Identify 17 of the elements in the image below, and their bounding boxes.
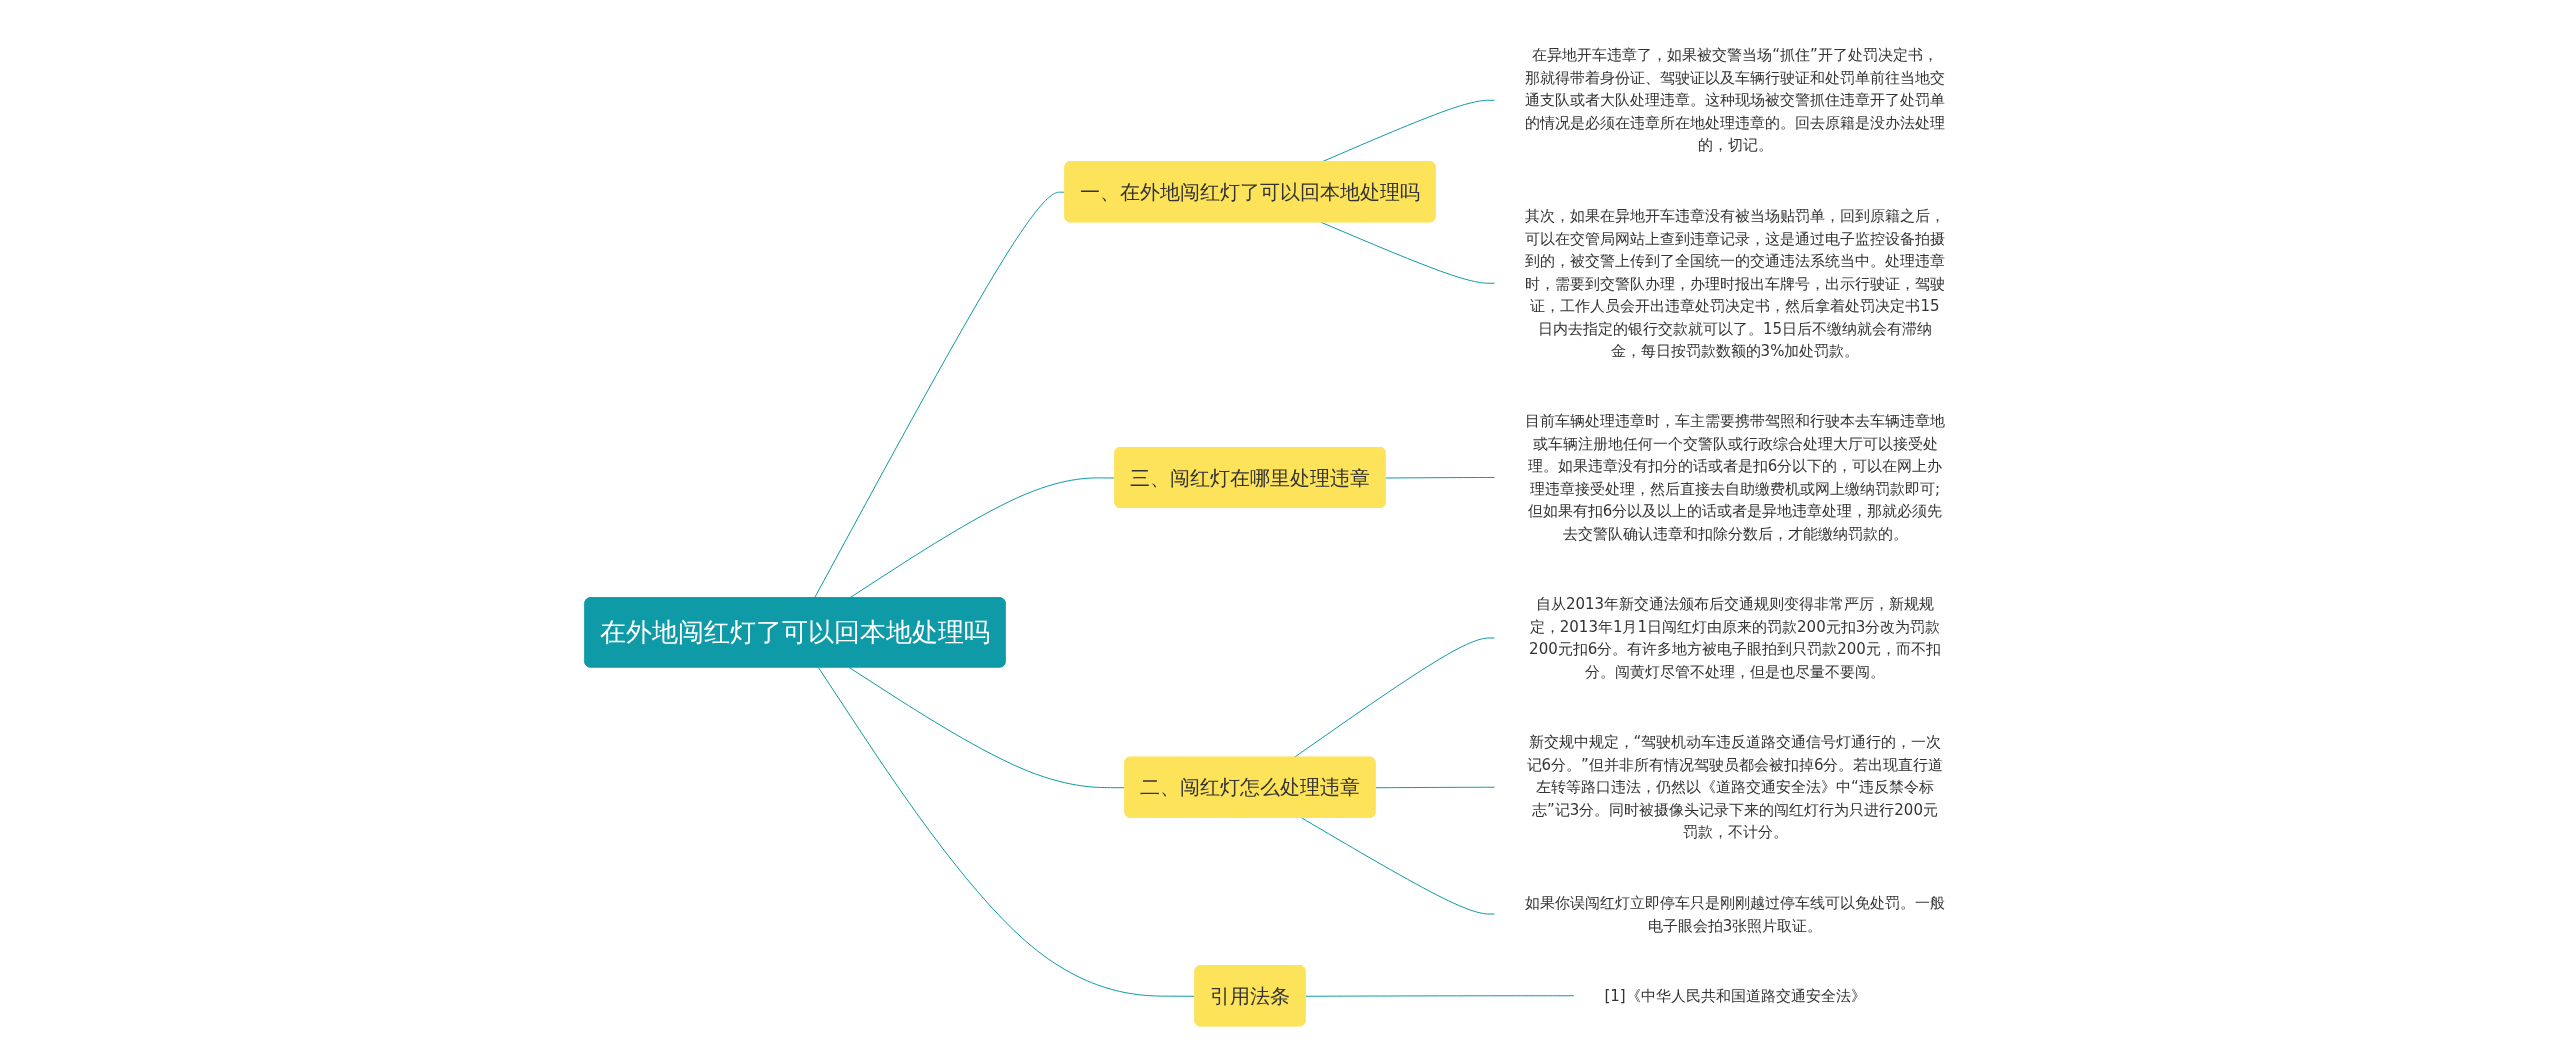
node-text: 在异地开车违章了，如果被交警当场“抓住”开了处罚决定书，那就得带着身份证、驾驶证以及车辆行驶证和处罚单前往当地交通支队或者大队处理违章。这种现场被交警抓住违章开了处罚单的情况是必须在违章所在地处理违章的。回去原籍是没办法处理的，切记。 [1525,46,1945,155]
connector [1320,221,1496,284]
node-text: 目前车辆处理违章时，车主需要携带驾照和行驶本去车辆违章地或车辆注册地任何一个交警队或行政综合处理大厅可以接受处理。如果违章没有扣分的话或者是扣6分以下的，可以在网上办理违章接受处理，然后直接去自助缴费机或网上缴纳罚款即可;但如果有扣6分以及以上的话或者是异地违章处理，那就必须先去交警队确认违章和扣除分数后，才能缴纳罚款的。 [1525,412,1945,543]
node-text: 自从2013年新交通法颁布后交通规则变得非常严厉，新规规定，2013年1月1日闯红灯由原来的罚款200元扣3分改为罚款200元扣6分。有许多地方被电子眼拍到只罚款200元，而不扣分。闯黄灯尽管不处理，但是也尽量不要闯。 [1529,595,1941,681]
node-text: 其次，如果在异地开车违章没有被当场贴罚单，回到原籍之后，可以在交管局网站上查到违章记录，这是通过电子监控设备拍摄到的，被交警上传到了全国统一的交通违法系统当中。处理违章时，需要到交警队办理，办理时报出车牌号，出示行驶证，驾驶证，工作人员会开出违章处罚决定书，然后拿着处罚决定书15日内去指定的银行交款就可以了。15日后不缴纳就会有滞纳金，每日按罚款数额的3%加处罚款。 [1525,206,1945,360]
connector [1293,637,1496,759]
node-text: [1]《中华人民共和国道路交通安全法》 [1604,986,1866,1005]
connector [1305,995,1575,997]
connector [813,191,1066,599]
node-text: 新交规中规定，“驾驶机动车违反道路交通信号灯通行的，一次记6分。”但并非所有情况驾驶员都会被扣掉6分。若出现直行道左转等路口违法，仍然以《道路交通安全法》中“违反禁令标志”记3分。同时被摄像头记录下来的闯红灯行为只进行200元罚款，不计分。 [1526,733,1944,842]
connector [1385,477,1496,479]
connector [1375,786,1496,789]
connector [817,667,1196,997]
connector [848,667,1126,789]
connector [848,477,1116,599]
node-text: 如果你误闯红灯立即停车只是刚刚越过停车线可以免处罚。一般电子眼会拍3张照片取证。 [1525,893,1945,935]
connector [1300,817,1496,915]
